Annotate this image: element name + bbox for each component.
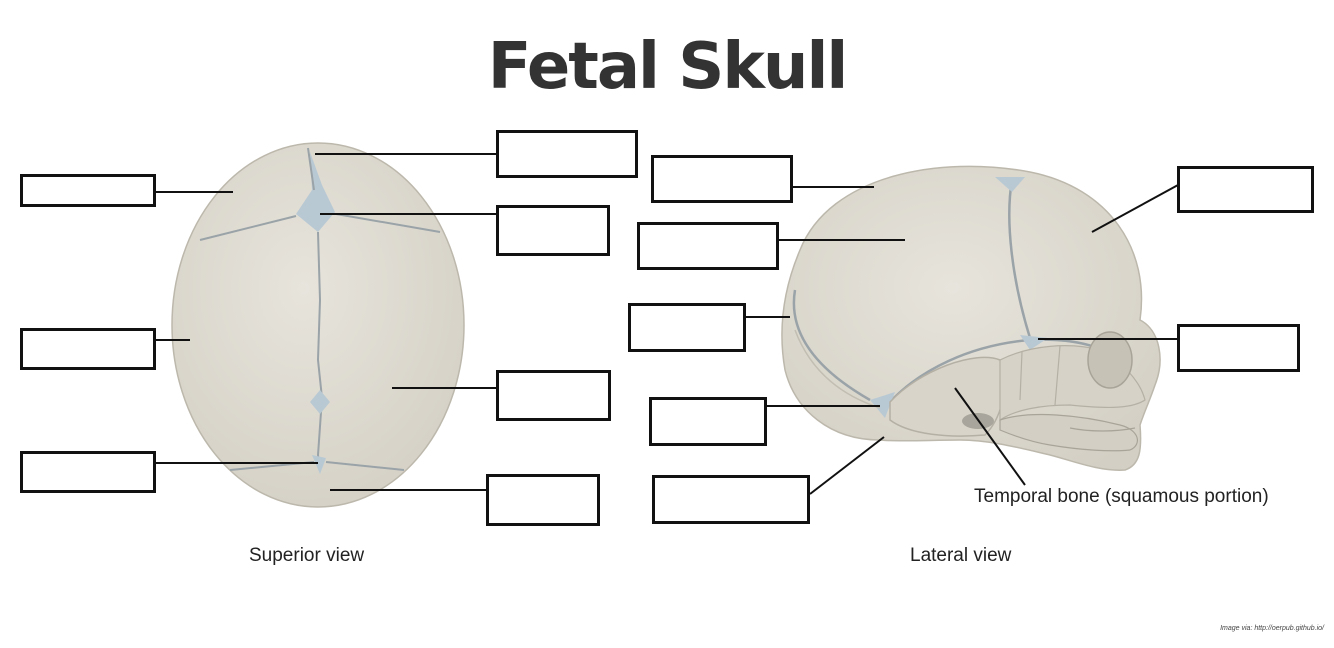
label-box-superior-frontal[interactable] (20, 174, 156, 207)
label-box-superior-anterior-fontanel[interactable] (496, 205, 610, 256)
orbit (1088, 332, 1132, 388)
label-box-lateral-mastoid-fontanel[interactable] (649, 397, 767, 446)
label-box-superior-lambdoid[interactable] (20, 451, 156, 493)
lateral-view-caption: Lateral view (910, 545, 1011, 567)
label-box-lateral-parietal[interactable] (637, 222, 779, 270)
label-box-superior-posterior-fontanel[interactable] (486, 474, 600, 526)
lateral-skull (782, 166, 1160, 470)
label-box-lateral-sphenoid-fontanel[interactable] (1177, 324, 1300, 372)
image-credit: Image via: http://oerpub.github.io/ (1220, 625, 1324, 632)
label-box-lateral-frontal-bone[interactable] (1177, 166, 1314, 213)
label-box-superior-frontal-suture[interactable] (496, 130, 638, 178)
leader-line (810, 437, 884, 494)
superior-view-caption: Superior view (249, 545, 364, 567)
label-box-lateral-frontal[interactable] (651, 155, 793, 203)
label-box-lateral-occipital[interactable] (652, 475, 810, 524)
label-box-superior-parietal[interactable] (20, 328, 156, 370)
label-box-lateral-lambdoid[interactable] (628, 303, 746, 352)
temporal-bone-label: Temporal bone (squamous portion) (974, 486, 1269, 508)
label-box-superior-sagittal[interactable] (496, 370, 611, 421)
superior-skull (172, 143, 464, 507)
